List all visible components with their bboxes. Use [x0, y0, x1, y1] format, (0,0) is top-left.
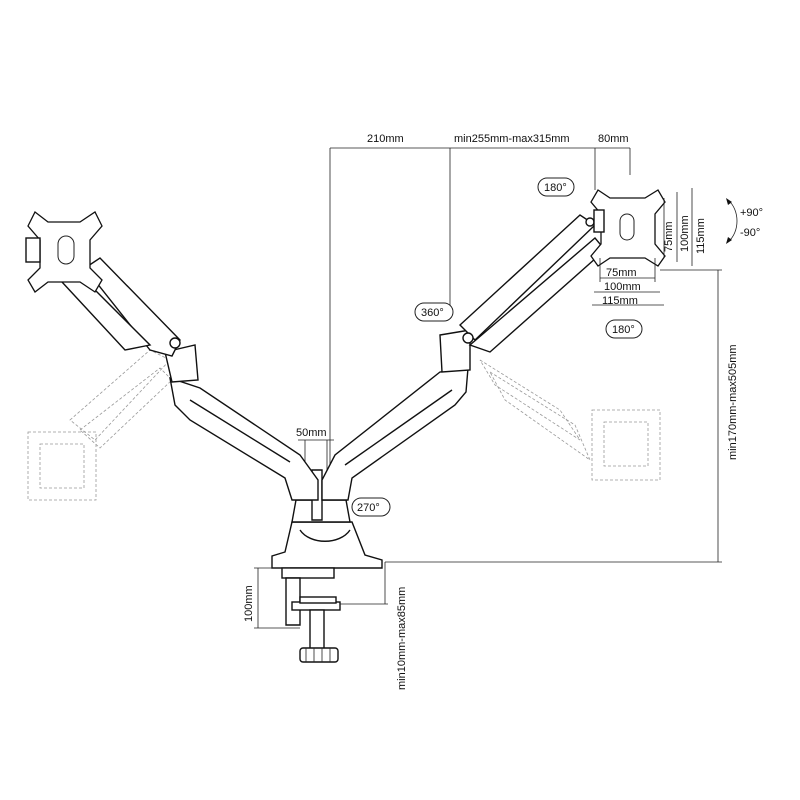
label-vesa-v-100: 100mm — [679, 215, 691, 252]
base-rotate-badge: 270° — [351, 497, 391, 517]
label-vesa-h-115: 115mm — [602, 295, 638, 307]
label-pole-width: 50mm — [296, 427, 327, 439]
vesa-dimension-lines — [592, 188, 693, 306]
top-dimension-lines — [329, 147, 631, 495]
label-swivel: 360° — [421, 307, 444, 319]
ghost-right-arm — [479, 359, 661, 481]
label-clamp-height: 100mm — [243, 585, 255, 622]
label-vesa-v-115: 115mm — [695, 218, 707, 254]
clamp-dimensions — [254, 562, 388, 629]
left-lower-arm — [164, 344, 319, 501]
swivel-badge: 360° — [414, 302, 454, 322]
label-top-reach: 210mm — [367, 133, 404, 145]
tilt-indicator — [726, 198, 738, 244]
label-clamp-range: min10mm-max85mm — [396, 587, 408, 690]
label-tilt-up: +90° — [740, 207, 763, 219]
right-lower-arm — [321, 329, 471, 501]
desk-clamp — [271, 521, 383, 663]
right-vesa-plate — [590, 189, 666, 267]
height-dimension — [385, 269, 722, 563]
left-vesa-plate — [25, 211, 103, 293]
label-bottom-rotate: 180° — [612, 324, 635, 336]
label-top-rotate: 180° — [544, 182, 567, 194]
label-arm-length: min255mm-max315mm — [454, 133, 570, 145]
right-upper-arm — [458, 214, 606, 353]
ghost-left-arm — [27, 349, 173, 501]
label-height-range: min170mm-max505mm — [727, 344, 739, 460]
rotate-badge-top: 180° — [537, 177, 575, 197]
label-base-rotate: 270° — [357, 502, 380, 514]
label-tilt-down: -90° — [740, 227, 760, 239]
center-pole — [291, 469, 351, 523]
label-offset: 80mm — [598, 133, 629, 145]
label-vesa-h-75: 75mm — [606, 267, 637, 279]
label-vesa-v-75: 75mm — [663, 221, 675, 252]
rotate-badge-bottom: 180° — [605, 319, 643, 339]
label-vesa-h-100: 100mm — [604, 281, 641, 293]
